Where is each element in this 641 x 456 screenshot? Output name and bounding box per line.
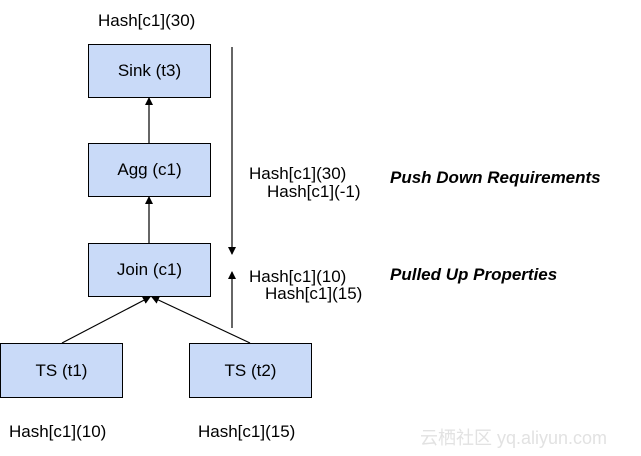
edge-ts2-to-join [151,296,251,344]
pulled-property-1: Hash[c1](10) [249,267,347,286]
push-down-heading: Push Down Requirements [390,168,601,187]
node-agg: Agg (c1) [88,143,211,197]
pulled-up-heading: Pulled Up Properties [390,265,558,284]
node-sink: Sink (t3) [88,44,211,98]
node-ts2: TS (t2) [189,343,312,398]
push-requirement-2: Hash[c1](-1) [267,182,361,201]
node-join: Join (c1) [88,243,211,297]
watermark: 云栖社区 yq.aliyun.com [420,428,608,448]
push-requirement-1: Hash[c1](30) [249,164,347,183]
edge-ts1-to-join [61,296,151,344]
node-ts1: TS (t1) [0,343,123,398]
ts1-property-label: Hash[c1](10) [9,422,107,441]
ts2-property-label: Hash[c1](15) [198,422,296,441]
pulled-property-2: Hash[c1](15) [265,284,363,303]
sink-requirement-label: Hash[c1](30) [98,11,196,30]
